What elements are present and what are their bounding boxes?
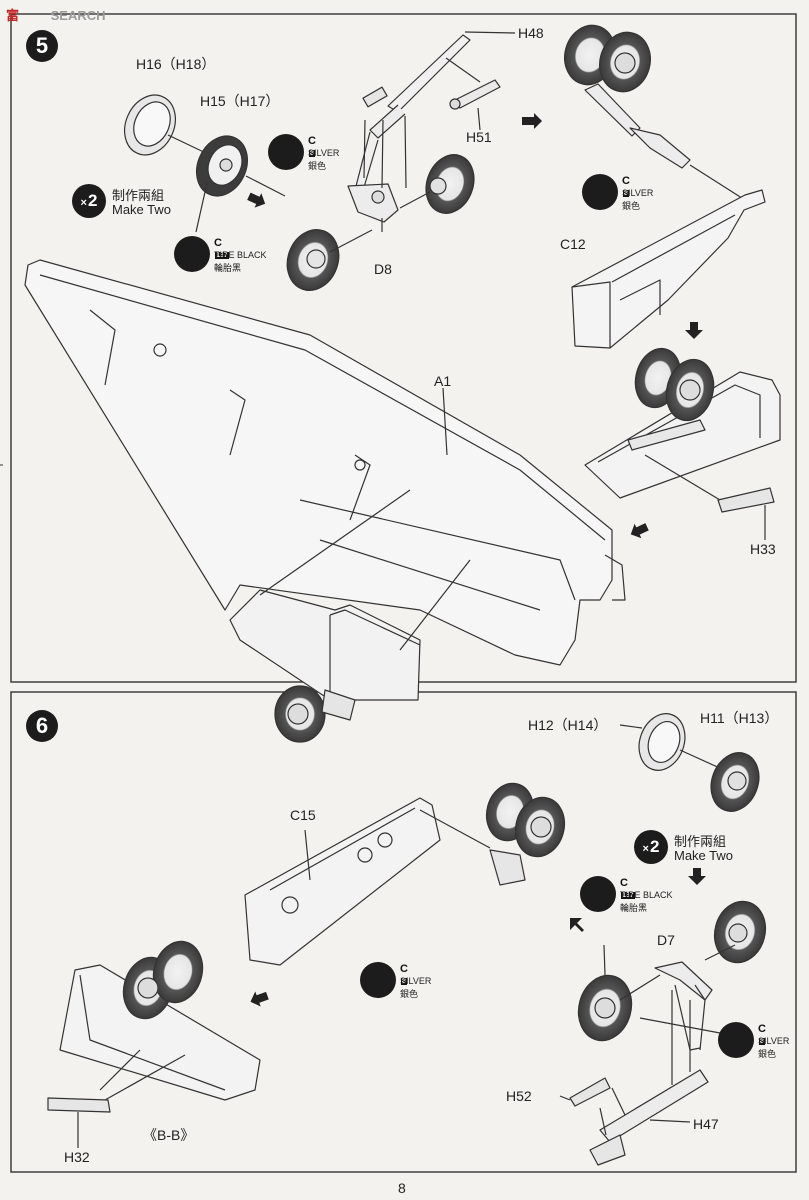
make-two-cn: 制作兩組 xyxy=(674,835,727,850)
wheel-h15 xyxy=(195,135,286,233)
door-c12 xyxy=(571,189,766,349)
arrow-icon xyxy=(250,991,269,1007)
wheels-d8 xyxy=(286,154,475,291)
step6-arrows xyxy=(250,868,706,1007)
arrow-icon xyxy=(688,868,706,885)
paint-brush-icon xyxy=(360,962,396,998)
wheel-h11 xyxy=(710,752,760,812)
part-label-d7: D7 xyxy=(657,932,675,948)
step5-arrows xyxy=(247,113,703,539)
arrow-icon xyxy=(570,918,584,932)
paint-brush-icon xyxy=(718,1022,754,1058)
hub-h16 xyxy=(124,94,211,156)
step-6-number: 6 xyxy=(26,710,58,742)
part-label-h48: H48 xyxy=(518,25,544,41)
make-two-en: Make Two xyxy=(674,848,734,863)
paint-name-cn: 輪胎黑 xyxy=(214,264,242,274)
make-two-badge: ×2 xyxy=(634,830,668,864)
arrow-icon xyxy=(685,322,703,339)
part-label-d8: D8 xyxy=(374,261,392,277)
make-two-badge: ×2 xyxy=(72,184,106,218)
paint-brush-icon xyxy=(582,174,618,210)
paint-name-en: SILVER xyxy=(622,188,654,198)
paint-name-cn: 銀色 xyxy=(400,990,419,1000)
paint-name-en: SILVER xyxy=(758,1036,790,1046)
make-two-cn: 制作兩組 xyxy=(112,189,165,204)
part-label-h16: H16（H18） xyxy=(136,56,216,72)
paint-name-cn: 銀色 xyxy=(622,202,641,212)
paint-brush-icon xyxy=(268,134,304,170)
step-5-number: 5 xyxy=(26,30,58,62)
part-label-h32: H32 xyxy=(64,1149,90,1165)
section-label-b-b: 《B-B》 xyxy=(143,1127,195,1143)
part-label-h12: H12（H14） xyxy=(528,717,608,733)
paint-name-cn: 銀色 xyxy=(758,1050,777,1060)
part-label-h51: H51 xyxy=(466,129,492,145)
arrow-icon xyxy=(247,192,266,208)
paint-name-cn: 銀色 xyxy=(308,162,327,172)
paint-name-en: SILVER xyxy=(308,148,340,158)
step5-art xyxy=(24,24,781,743)
gear-fairing xyxy=(229,589,421,743)
part-label-h52: H52 xyxy=(506,1088,532,1104)
part-label-a1: A1 xyxy=(434,373,452,389)
hub-h12 xyxy=(619,713,736,776)
wing-a1 xyxy=(24,259,626,666)
paint-name-en: TIRE BLACK xyxy=(214,250,267,260)
door-c15 xyxy=(244,797,441,966)
gear-bay-left xyxy=(47,940,261,1148)
paint-name-cn: 輪胎黑 xyxy=(620,904,648,914)
part-label-h47: H47 xyxy=(693,1116,719,1132)
part-label-c15: C15 xyxy=(290,807,316,823)
paint-brush-icon xyxy=(174,236,210,272)
paint-name-en: SILVER xyxy=(400,976,432,986)
part-label-h11: H11（H13） xyxy=(700,710,779,726)
watermark-brand: 富 xyxy=(6,8,20,23)
page-number: 8 xyxy=(398,1180,406,1196)
paint-name-en: TIRE BLACK xyxy=(620,890,673,900)
main-gear-step6 xyxy=(419,782,566,886)
gear-bay-right xyxy=(584,347,781,540)
part-label-h33: H33 xyxy=(750,541,776,557)
rod-h51 xyxy=(445,57,501,131)
arrow-icon xyxy=(630,523,649,539)
part-label-h15: H15（H17） xyxy=(200,93,280,109)
part-label-c12: C12 xyxy=(560,236,586,252)
main-gear-top xyxy=(564,24,746,201)
arrow-icon xyxy=(522,113,542,129)
strut-h48 xyxy=(347,31,516,232)
step6-art xyxy=(47,713,767,1166)
watermark: 富 SEARCH xyxy=(6,5,106,24)
make-two-en: Make Two xyxy=(112,202,172,217)
paint-brush-icon xyxy=(580,876,616,912)
gear-d7 xyxy=(559,900,767,1166)
watermark-text: SEARCH xyxy=(50,8,106,23)
